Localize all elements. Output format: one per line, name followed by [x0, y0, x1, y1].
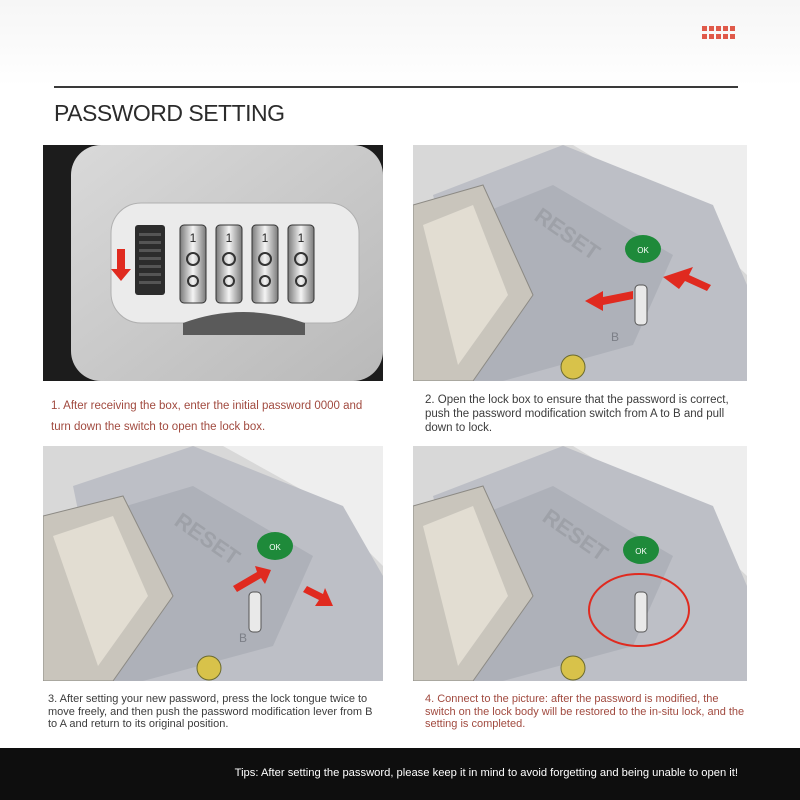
red-arrow-icon [303, 586, 333, 606]
step-1-caption: 1. After receiving the box, enter the in… [51, 400, 363, 433]
page-title: PASSWORD SETTING [54, 100, 285, 126]
dial-digit: 1 [262, 231, 269, 245]
position-b-label: B [239, 631, 247, 645]
step-1-photo: 1 1 1 1 [43, 145, 383, 381]
dial-digit: 1 [226, 231, 233, 245]
red-arrow-icon [663, 267, 711, 291]
red-circle-highlight-icon [588, 573, 690, 647]
red-arrow-icon [585, 291, 633, 311]
red-arrow-icon [233, 566, 271, 592]
tips-text: Tips: After setting the password, please… [234, 767, 738, 779]
dial-digit: 1 [190, 231, 197, 245]
sticker-label: OK [637, 246, 649, 255]
sticker-label: OK [635, 547, 647, 556]
step-4-photo: RESET OK [413, 446, 747, 681]
red-arrow-icon [111, 249, 131, 281]
step-2-photo: RESET OK B [413, 145, 747, 381]
brand-dots-icon [702, 26, 738, 40]
step-3-photo: RESET OK B [43, 446, 383, 681]
step-3-caption: 3. After setting your new password, pres… [48, 693, 373, 731]
dial-digit: 1 [298, 231, 305, 245]
step-4-caption: 4. Connect to the picture: after the pas… [425, 693, 745, 731]
header-divider [54, 86, 738, 88]
sticker-label: OK [269, 543, 281, 552]
tips-bar: Tips: After setting the password, please… [0, 748, 800, 800]
position-b-label: B [611, 330, 619, 344]
header-band [0, 0, 800, 86]
step-2-caption: 2. Open the lock box to ensure that the … [425, 394, 729, 434]
